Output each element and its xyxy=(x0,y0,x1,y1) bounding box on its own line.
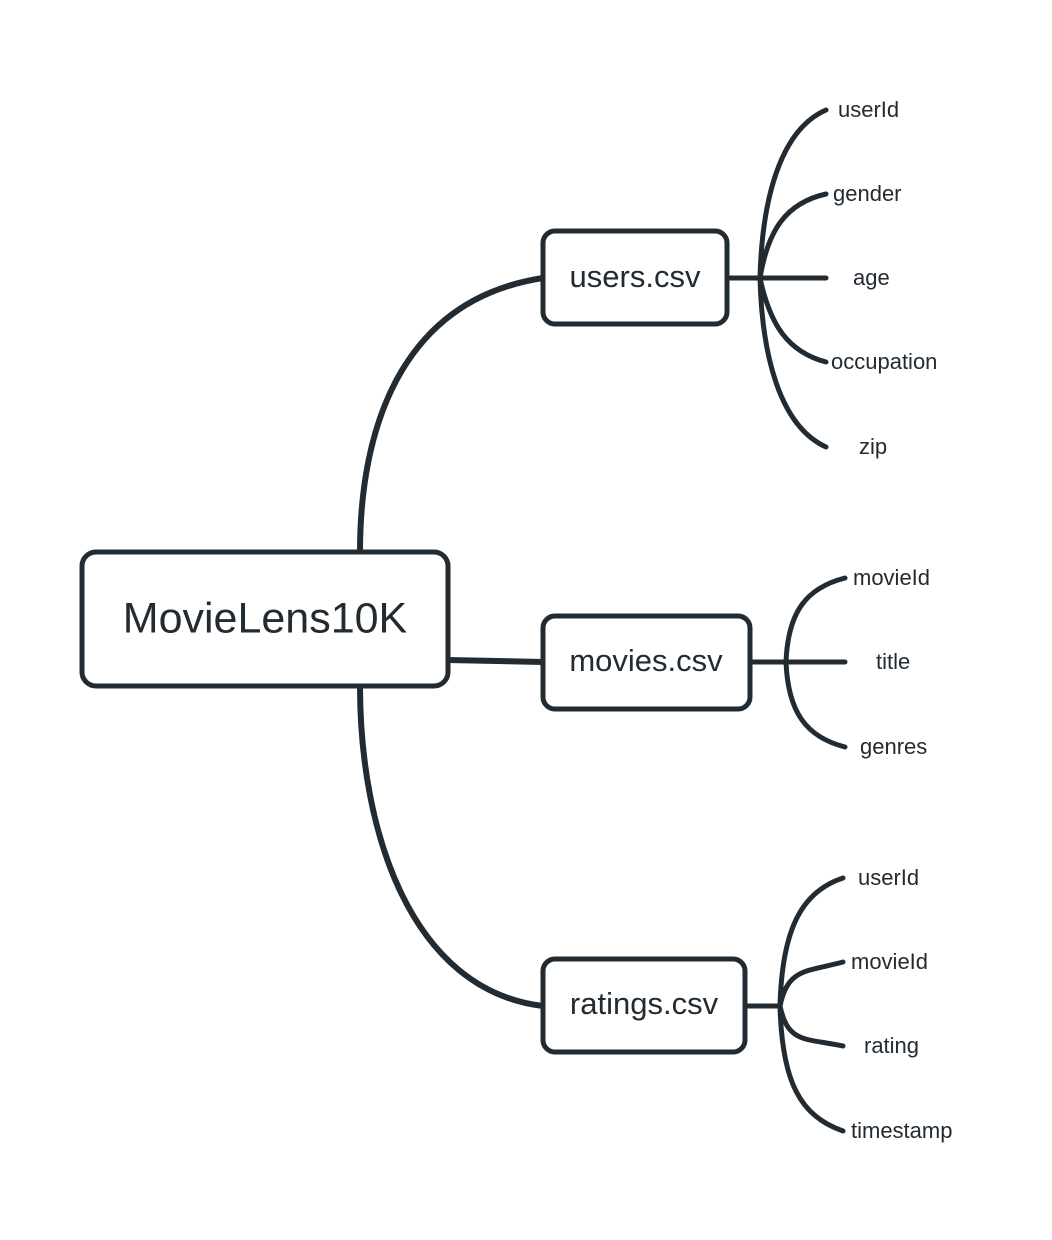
branch-node-users[interactable]: users.csv xyxy=(540,228,730,327)
edge-ratings-to-timestamp xyxy=(777,1003,846,1134)
edge-ratings-to-userId xyxy=(777,875,846,1009)
edge-root-to-ratings xyxy=(357,683,546,1009)
edge-movies-to-genres xyxy=(783,659,848,750)
edge-movies-to-movieId xyxy=(783,575,848,665)
root-node-label: MovieLens10K xyxy=(123,594,408,642)
leaf-label-users-zip: zip xyxy=(859,434,887,459)
edge-users-to-gender xyxy=(757,191,829,281)
edge-users-to-userId xyxy=(757,107,829,281)
edge-ratings-to-rating xyxy=(777,1003,846,1049)
branch-node-ratings-box xyxy=(540,956,748,1055)
edge-users-to-occupation xyxy=(757,275,829,365)
root-node[interactable]: MovieLens10K xyxy=(79,549,451,689)
branch-node-movies[interactable]: movies.csv xyxy=(540,613,753,712)
edge-users-to-zip xyxy=(757,275,829,450)
leaf-label-users-occupation: occupation xyxy=(831,349,937,374)
leaf-label-ratings-timestamp: timestamp xyxy=(851,1118,952,1143)
leaf-label-movies-movieid: movieId xyxy=(853,565,930,590)
branch-node-movies-label: movies.csv xyxy=(569,643,723,678)
leaf-label-movies-title: title xyxy=(876,649,910,674)
edge-root-to-movies xyxy=(445,657,546,665)
edge-ratings-to-movieId xyxy=(777,959,846,1009)
leaf-label-users-gender: gender xyxy=(833,181,902,206)
branch-node-users-box xyxy=(540,228,730,327)
leaf-label-movies-genres: genres xyxy=(860,734,927,759)
root-node-box xyxy=(79,549,451,689)
branch-node-movies-box xyxy=(540,613,753,712)
leaf-label-ratings-userid: userId xyxy=(858,865,919,890)
leaf-label-ratings-rating: rating xyxy=(864,1033,919,1058)
branch-node-ratings[interactable]: ratings.csv xyxy=(540,956,748,1055)
edge-root-to-users xyxy=(357,275,546,555)
leaf-label-ratings-movieid: movieId xyxy=(851,949,928,974)
branch-node-ratings-label: ratings.csv xyxy=(570,986,719,1021)
leaf-label-users-age: age xyxy=(853,265,890,290)
leaf-label-users-userid: userId xyxy=(838,97,899,122)
branch-node-users-label: users.csv xyxy=(570,259,701,294)
